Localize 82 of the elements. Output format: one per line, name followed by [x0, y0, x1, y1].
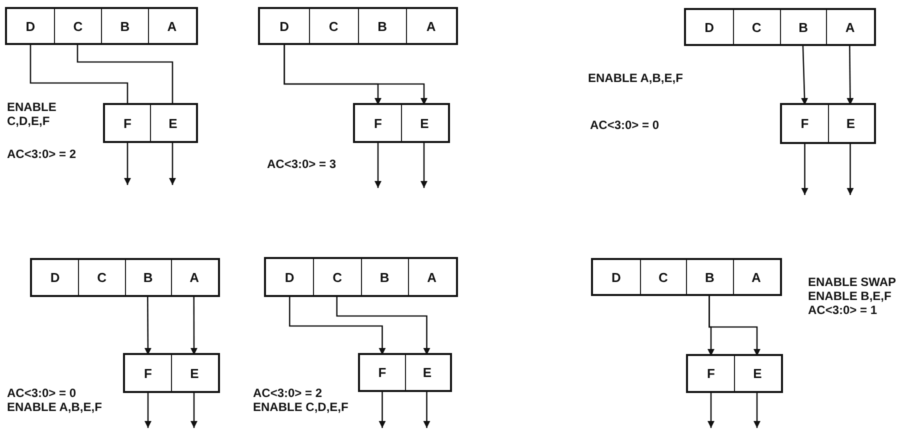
- arrow: [846, 142, 854, 195]
- arrow: [144, 295, 152, 355]
- control-note: AC<3:0> = 2: [253, 386, 322, 400]
- register-cell: F: [125, 355, 171, 391]
- control-note: AC<3:0> = 1: [808, 303, 878, 317]
- register-cell: D: [7, 9, 54, 43]
- register-cell: B: [124, 260, 171, 295]
- arrow: [708, 294, 760, 356]
- arrow: [378, 390, 386, 428]
- register-box: [684, 8, 876, 46]
- control-note: ENABLE A,B,E,F: [7, 400, 102, 414]
- register-box: [264, 257, 458, 297]
- arrow: [423, 390, 430, 428]
- register-cell: A: [408, 259, 455, 295]
- register-cell: B: [780, 10, 826, 44]
- register-cell: D: [593, 260, 640, 294]
- register-cell: C: [640, 260, 686, 294]
- register-box: [591, 258, 782, 296]
- register-cell: F: [360, 355, 404, 390]
- register-box: [780, 103, 876, 144]
- register-box: [30, 258, 220, 297]
- arrow: [190, 391, 198, 428]
- register-cell: F: [782, 105, 828, 142]
- connector-line: [76, 43, 174, 105]
- arrow: [754, 391, 760, 428]
- arrow: [846, 44, 854, 105]
- register-cell: D: [32, 260, 78, 295]
- register-cell: A: [406, 9, 455, 43]
- connector-line: [30, 43, 128, 105]
- register-box: [258, 7, 458, 45]
- register-cell: B: [358, 9, 406, 43]
- register-cell: C: [313, 259, 360, 295]
- register-cell: B: [360, 259, 408, 295]
- register-cell: A: [170, 260, 217, 295]
- arrow: [169, 141, 176, 185]
- arrow: [801, 142, 808, 195]
- register-box: [123, 353, 220, 393]
- register-cell: E: [150, 105, 195, 141]
- register-cell: E: [171, 355, 217, 391]
- arrow: [144, 391, 152, 428]
- arrow: [288, 295, 386, 355]
- register-cell: B: [686, 260, 732, 294]
- register-cell: D: [260, 9, 309, 43]
- control-note: AC<3:0> = 0: [7, 386, 76, 400]
- arrow: [420, 141, 428, 188]
- register-box: [103, 103, 198, 143]
- register-box: [358, 353, 452, 392]
- register-cell: B: [101, 9, 148, 43]
- register-cell: E: [734, 356, 780, 391]
- register-cell: A: [826, 10, 873, 44]
- arrow: [284, 43, 428, 105]
- register-cell: C: [308, 9, 358, 43]
- register-cell: C: [732, 10, 780, 44]
- register-cell: C: [78, 260, 124, 295]
- control-note: AC<3:0> = 2: [7, 147, 76, 161]
- register-cell: A: [732, 260, 779, 294]
- register-cell: A: [148, 9, 195, 43]
- control-note: ENABLE B,E,F: [808, 289, 892, 303]
- control-note: ENABLE SWAP: [808, 275, 896, 289]
- arrow: [374, 141, 382, 188]
- register-cell: E: [404, 355, 449, 390]
- control-note: ENABLE A,B,E,F: [588, 71, 683, 85]
- register-cell: F: [105, 105, 150, 141]
- register-cell: F: [688, 356, 734, 391]
- control-note: AC<3:0> = 3: [267, 157, 336, 171]
- register-cell: E: [401, 105, 447, 141]
- register-box: [5, 7, 198, 45]
- register-cell: F: [355, 105, 401, 141]
- control-note: ENABLE C,D,E,F: [7, 100, 58, 128]
- register-box: [686, 354, 783, 393]
- arrow: [336, 295, 430, 355]
- control-note: ENABLE C,D,E,F: [253, 400, 348, 414]
- arrow: [708, 391, 714, 428]
- register-box: [353, 103, 450, 143]
- register-cell: E: [828, 105, 873, 142]
- arrow: [124, 141, 131, 185]
- arrow: [801, 44, 808, 106]
- control-note: AC<3:0> = 0: [590, 118, 660, 132]
- register-cell: D: [686, 10, 733, 44]
- register-cell: D: [266, 259, 314, 295]
- register-cell: C: [54, 9, 101, 43]
- arrow: [190, 295, 198, 355]
